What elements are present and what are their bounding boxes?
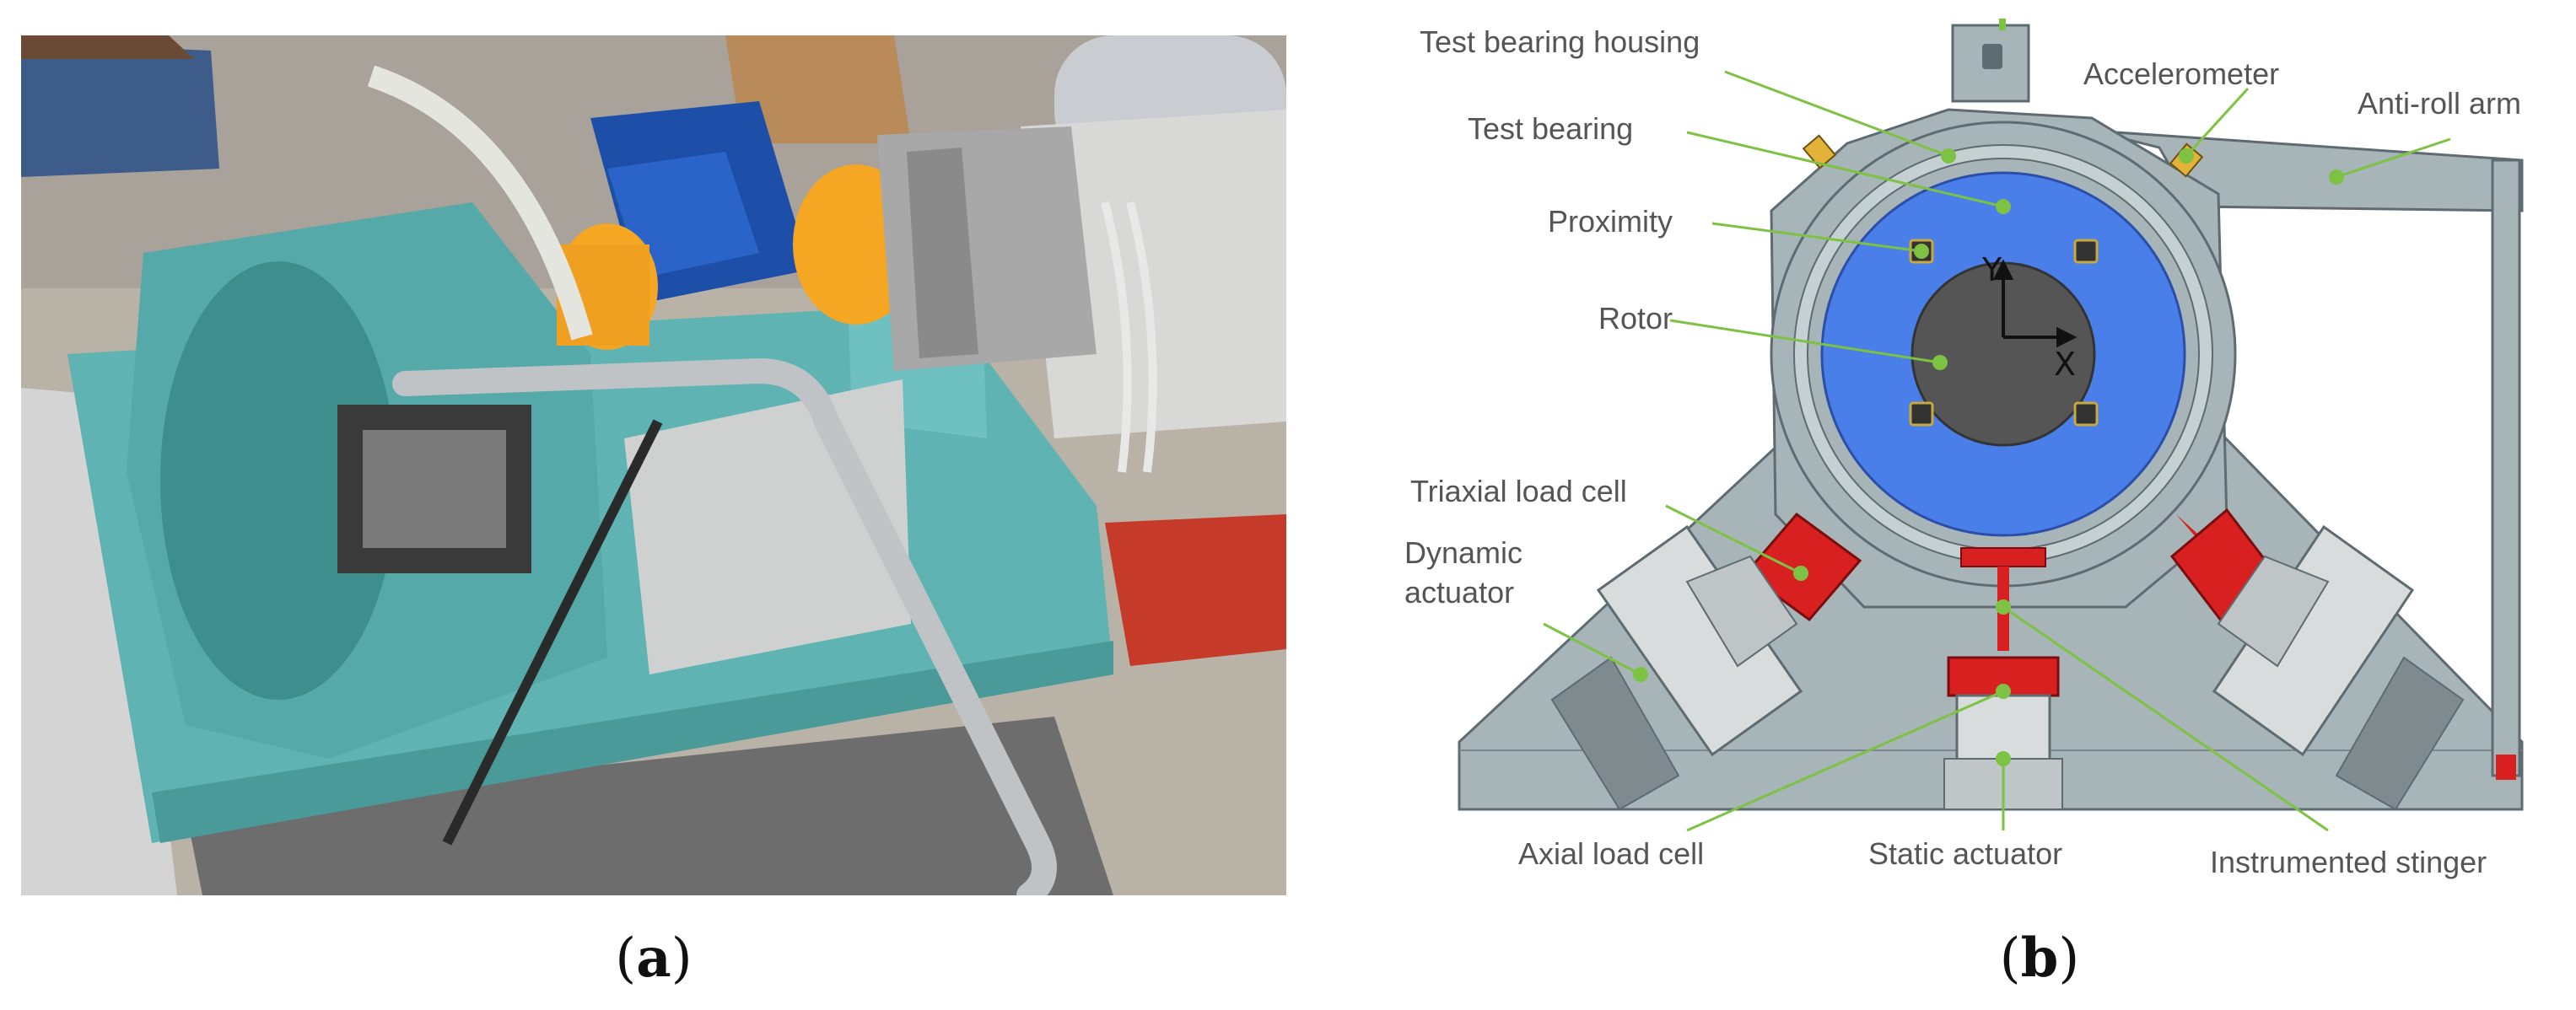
panel-b-caption: (b)	[2000, 927, 2080, 990]
stinger-head	[1960, 547, 2046, 567]
wooden-pallet	[725, 35, 911, 143]
label-dynamic-actuator-1: Dynamic	[1404, 535, 1522, 570]
proximity-probes	[1909, 239, 2099, 427]
label-test-bearing-housing: Test bearing housing	[1420, 24, 1700, 59]
svg-text:(b): (b)	[2000, 927, 2080, 990]
anti-roll-link	[2491, 158, 2521, 777]
duct-left	[21, 388, 177, 895]
panel-b-diagram: Y X	[1404, 19, 2524, 879]
label-static-actuator: Static actuator	[1868, 836, 2062, 871]
floor-grating	[186, 717, 1113, 895]
rotor-axes	[1992, 259, 2078, 348]
anti-roll-load-cell	[2496, 755, 2516, 780]
label-anti-roll-arm: Anti-roll arm	[2358, 86, 2521, 121]
label-rotor: Rotor	[1598, 301, 1673, 336]
label-test-bearing: Test bearing	[1468, 111, 1633, 146]
label-accelerometer: Accelerometer	[2083, 56, 2279, 91]
panel-a-photo	[21, 35, 1286, 895]
stainless-pipe	[392, 357, 1057, 895]
leader-lines	[1543, 70, 2451, 832]
axis-y-label: Y	[1981, 251, 2002, 288]
leader-dots	[1633, 148, 2344, 766]
red-floor-mat	[1105, 514, 1286, 666]
panel-a-caption: (a)	[615, 927, 692, 990]
axis-x-label: X	[2054, 346, 2076, 383]
dynamic-actuator-left	[1596, 524, 1803, 757]
label-instrumented-stinger: Instrumented stinger	[2210, 845, 2487, 879]
svg-text:(a): (a)	[615, 927, 692, 990]
label-triaxial-load-cell: Triaxial load cell	[1410, 474, 1627, 508]
electric-cabinet	[1021, 110, 1286, 438]
label-proximity: Proximity	[1548, 204, 1673, 239]
label-axial-load-cell: Axial load cell	[1518, 836, 1704, 871]
label-dynamic-actuator-2: actuator	[1404, 575, 1514, 610]
workbench	[21, 42, 219, 177]
flexible-hose	[367, 65, 593, 341]
